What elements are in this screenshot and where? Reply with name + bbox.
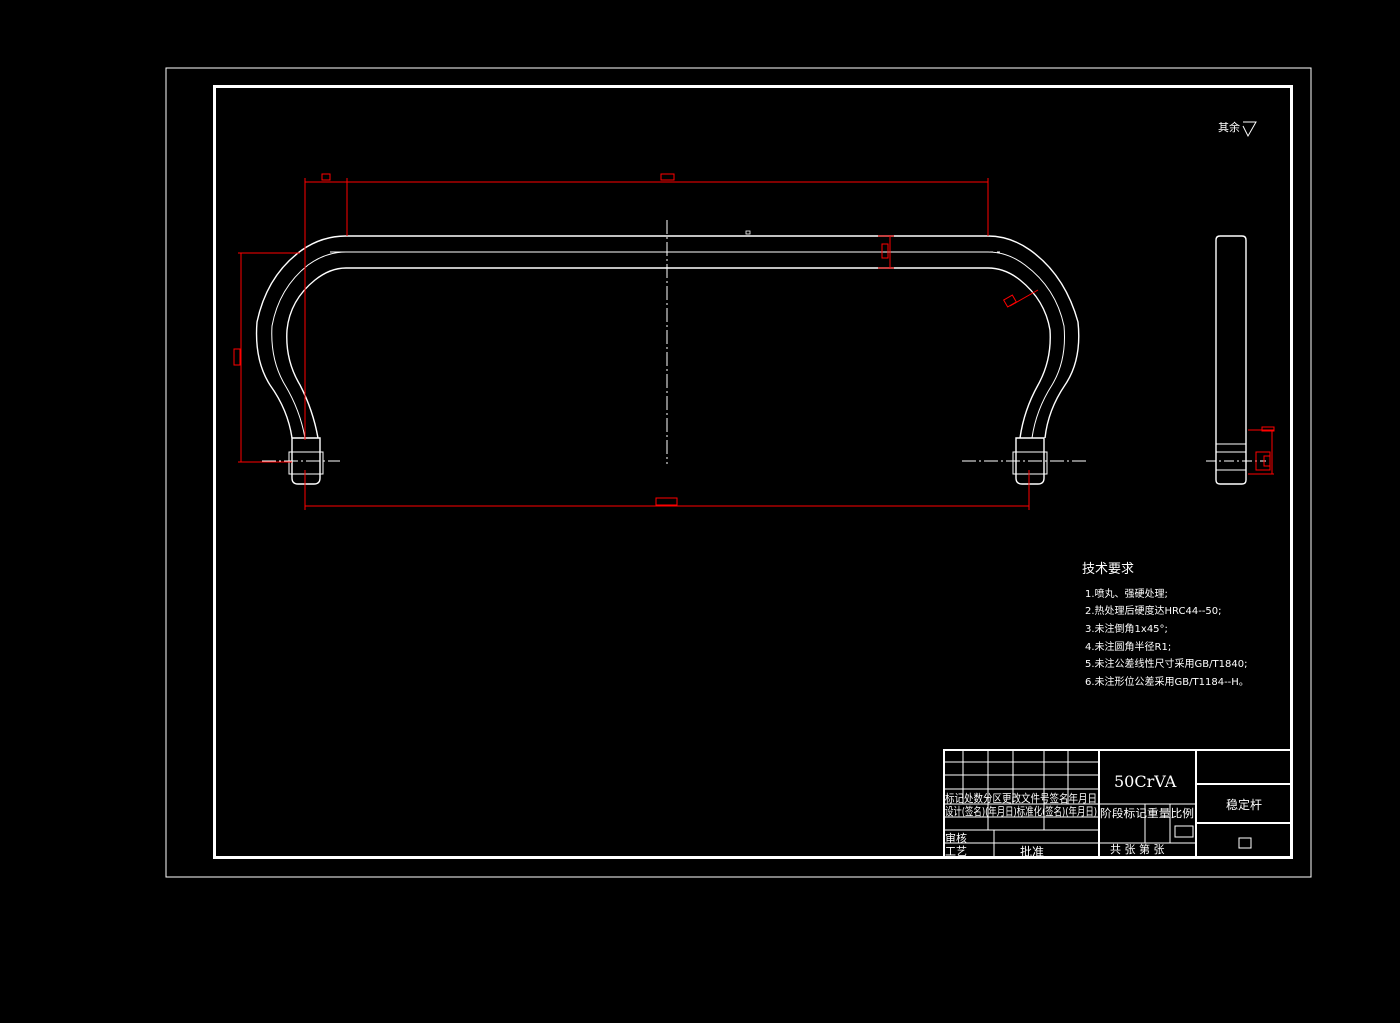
title-block-review-text: 审核 <box>945 831 967 845</box>
dimensions <box>233 173 1039 510</box>
title-block-revision-grid <box>944 750 1099 857</box>
dimension-radius-value-box <box>1002 294 1018 308</box>
tech-requirement-item: 4.未注圆角半径R1; <box>1085 640 1171 653</box>
tech-requirement-item: 2.热处理后硬度达HRC44--50; <box>1085 604 1222 617</box>
side-view-body <box>1215 235 1247 485</box>
center-lines <box>262 220 1086 464</box>
bar-end-left <box>291 437 321 485</box>
dimension-bottom-value-box <box>655 497 678 506</box>
dimension-diameter-value-box <box>881 243 889 259</box>
drawing-frame <box>213 85 1293 859</box>
dimension-top-value-box <box>660 173 675 181</box>
bar-end-left-bushing <box>288 451 324 475</box>
side-view-dimensions <box>1248 426 1275 475</box>
title-block-stage-text: 阶段标记重量比例 <box>1100 806 1194 820</box>
technical-requirements: 技术要求 1.喷丸、强硬处理; 2.热处理后硬度达HRC44--50; 3.未注… <box>1082 562 1249 688</box>
surface-roughness-note: 其余 <box>1218 120 1257 138</box>
part-name-label: 稳定杆 <box>1226 797 1262 812</box>
bar-inner-contour-right <box>346 267 1051 439</box>
tech-requirements-title: 技术要求 <box>1082 562 1134 577</box>
stabilizer-bar-side-view <box>1206 235 1266 485</box>
center-mark <box>745 230 751 235</box>
tech-requirement-item: 1.喷丸、强硬处理; <box>1085 587 1168 600</box>
bar-mid-contour-right <box>346 251 1065 439</box>
material-label: 50CrVA <box>1114 772 1177 791</box>
dimension-top-left-value-box <box>321 173 331 181</box>
title-block-small-box <box>1174 825 1194 838</box>
title-block-sheets-text: 共 张 第 张 <box>1110 842 1165 856</box>
side-dim-value-box-top <box>1261 426 1275 432</box>
bar-inner-contour-left <box>286 267 347 439</box>
side-dim-value-box <box>1263 455 1271 467</box>
paper-border <box>165 67 1312 878</box>
title-block-design-text: 设计(签名)(年月日)标准化(签名)(年月日) <box>945 804 1097 818</box>
title-block-approve-text: 批准 <box>1020 844 1044 859</box>
tech-requirement-item: 6.未注形位公差采用GB/T1184--H。 <box>1085 675 1249 688</box>
bar-end-right <box>1015 437 1045 485</box>
bar-mid-contour-left <box>271 251 347 439</box>
roughness-symbol-icon <box>1242 121 1257 138</box>
surface-note-text: 其余 <box>1218 120 1240 134</box>
stabilizer-bar-front-view <box>255 235 1080 485</box>
bar-end-right-bushing <box>1012 451 1048 475</box>
title-block-process-text: 工艺 <box>945 845 967 858</box>
title-block <box>943 749 1292 858</box>
dimension-height-value-box <box>233 348 241 366</box>
title-block-drawing-number-box <box>1238 837 1252 849</box>
tech-requirement-item: 3.未注倒角1x45°; <box>1085 622 1168 635</box>
tech-requirement-item: 5.未注公差线性尺寸采用GB/T1840; <box>1085 657 1247 670</box>
title-block-header-text: 标记处数分区更改文件号签名年月日 <box>945 791 1097 805</box>
bar-outer-contour-right <box>346 235 1080 439</box>
bar-outer-contour-left <box>255 235 347 439</box>
